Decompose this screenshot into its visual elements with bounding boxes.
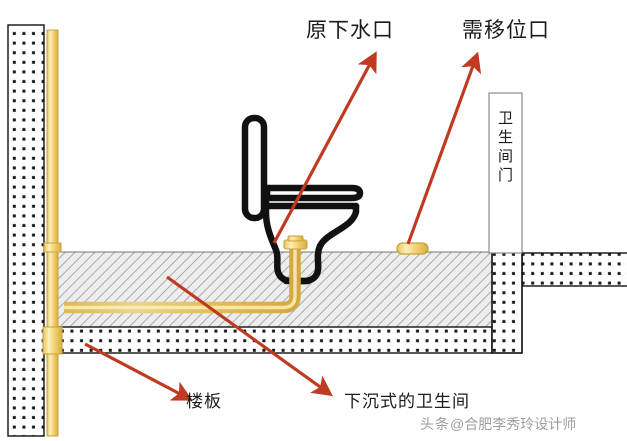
right-floor-slab xyxy=(521,252,627,287)
relocated-outlet-stub xyxy=(396,242,429,255)
label-bathroom-door: 卫生间门 xyxy=(496,110,513,186)
label-relocated-drain: 需移位口 xyxy=(462,19,550,42)
label-sunken-bathroom: 下沉式的卫生间 xyxy=(344,392,470,411)
toilet-drain-pipe xyxy=(62,235,308,314)
floor-slab-arrow xyxy=(84,342,193,401)
annotation-arrows xyxy=(84,51,482,401)
right-wall-column xyxy=(491,251,523,354)
bathroom-door-panel xyxy=(488,92,523,254)
left-wall xyxy=(7,24,45,437)
original-drain-arrow xyxy=(272,51,377,244)
floor-slab xyxy=(57,326,493,354)
label-original-drain: 原下水口 xyxy=(306,19,394,42)
relocated-drain-arrow xyxy=(406,51,482,245)
watermark-source: 头条 xyxy=(420,416,450,432)
watermark-handle: @合肥李秀玲设计师 xyxy=(450,416,577,432)
wall-riser-pipe xyxy=(42,29,63,437)
label-floor-slab: 楼板 xyxy=(186,392,222,411)
watermark: 头条@合肥李秀玲设计师 xyxy=(420,414,576,434)
sunken-bathroom-arrow xyxy=(166,275,333,397)
